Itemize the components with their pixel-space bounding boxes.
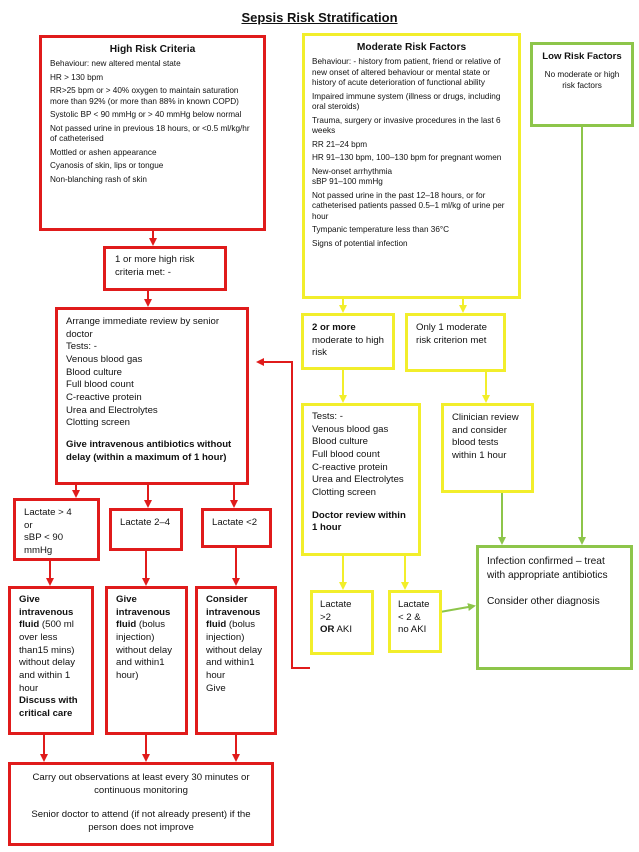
lactate-mid-box: Lactate 2–4 — [109, 508, 183, 551]
arrow-aki-to-review — [256, 358, 310, 669]
high-risk-box: High Risk Criteria Behaviour: new altere… — [39, 35, 266, 231]
lactate-mid-text: Lactate 2–4 — [120, 517, 171, 528]
fluid-low-rest: (bolus injection) without delay and with… — [206, 619, 262, 681]
observations-box: Carry out observations at least every 30… — [8, 762, 274, 846]
low-risk-box: Low Risk Factors No moderate or high ris… — [530, 42, 634, 127]
fluid-high-critical-care: Discuss with critical care — [19, 695, 78, 719]
infection-confirmed-box: Infection confirmed – treat with appropr… — [476, 545, 633, 670]
senior-review-test: Clotting screen — [66, 417, 130, 429]
moderate-lactate-high-aki: AKI — [336, 624, 352, 636]
high-risk-item: Non-blanching rash of skin — [50, 174, 147, 184]
fluid-low-bold: Consider intravenous fluid — [206, 594, 261, 631]
infection-line1: Infection confirmed – treat with appropr… — [487, 556, 608, 581]
fluid-high-bold: Give intravenous fluid — [19, 594, 74, 631]
high-risk-item: Mottled or ashen appearance — [50, 147, 157, 157]
clinician-review-box: Clinician review and consider blood test… — [441, 403, 534, 493]
high-risk-item: HR > 130 bpm — [50, 72, 104, 82]
fluid-mid-bold: Give intravenous fluid — [116, 594, 171, 631]
lactate-high-line1: Lactate > 4 — [24, 507, 72, 518]
high-risk-item: RR>25 bpm or > 40% oxygen to maintain sa… — [50, 86, 239, 106]
lactate-high-box: Lactate > 4 or sBP < 90 mmHg — [13, 498, 100, 561]
lactate-low-box: Lactate <2 — [201, 508, 272, 548]
senior-review-box: Arrange immediate review by senior docto… — [55, 307, 249, 485]
moderate-lactate-high-or: OR — [320, 624, 335, 636]
lactate-high-line3: sBP < 90 mmHg — [24, 532, 64, 556]
fluid-mid-rest: (bolus injection) without delay and with… — [116, 619, 172, 681]
moderate-2plus-rest: moderate to high risk — [312, 334, 384, 359]
fluid-high-rest: (500 ml over less than15 mins) without d… — [19, 619, 75, 694]
infection-line2: Consider other diagnosis — [487, 595, 600, 607]
clinician-review-text: Clinician review and consider blood test… — [452, 412, 519, 461]
moderate-risk-item: RR 21–24 bpm — [312, 139, 368, 149]
high-risk-item: Cyanosis of skin, lips or tongue — [50, 161, 164, 171]
fluid-high-box: Give intravenous fluid (500 ml over less… — [8, 586, 94, 735]
moderate-test: Blood culture — [312, 436, 368, 448]
senior-review-test: Venous blood gas — [66, 353, 143, 365]
high-risk-item: Not passed urine in previous 18 hours, o… — [50, 123, 250, 144]
moderate-tests-label: Tests: - — [312, 411, 343, 422]
moderate-risk-item: Tympanic temperature less than 36°C — [312, 225, 450, 235]
senior-review-test: Full blood count — [66, 379, 134, 391]
lactate-high-line2: or — [24, 519, 33, 531]
moderate-2plus-box: 2 or more moderate to high risk — [301, 313, 395, 370]
moderate-tests-box: Tests: - Venous blood gas Blood culture … — [301, 403, 421, 556]
moderate-risk-item: Not passed urine in the past 12–18 hours… — [312, 190, 505, 221]
moderate-risk-item: Impaired immune system (illness or drugs… — [312, 91, 501, 112]
moderate-risk-item: Signs of potential infection — [312, 238, 408, 248]
high-criteria-met-box: 1 or more high risk criteria met: - — [103, 246, 227, 291]
moderate-1-text: Only 1 moderate risk criterion met — [416, 322, 487, 346]
moderate-risk-item: Trauma, surgery or invasive procedures i… — [312, 115, 501, 136]
fluid-mid-box: Give intravenous fluid (bolus injection)… — [105, 586, 188, 735]
moderate-test: Clotting screen — [312, 486, 376, 498]
moderate-doctor-review: Doctor review within 1 hour — [312, 509, 406, 534]
moderate-risk-item: New-onset arrhythmia — [312, 166, 393, 176]
moderate-risk-box: Moderate Risk Factors Behaviour: - histo… — [302, 33, 521, 299]
moderate-risk-item: HR 91–130 bpm, 100–130 bpm for pregnant … — [312, 153, 502, 163]
high-criteria-met-text: 1 or more high risk criteria met: - — [115, 254, 195, 278]
observations-line1: Carry out observations at least every 30… — [32, 772, 250, 796]
moderate-test: C-reactive protein — [312, 461, 388, 473]
moderate-risk-heading: Moderate Risk Factors — [356, 42, 467, 53]
moderate-risk-item: sBP 91–100 mmHg — [312, 177, 383, 187]
senior-review-test: Urea and Electrolytes — [66, 404, 158, 416]
moderate-test: Full blood count — [312, 448, 380, 460]
moderate-2plus-bold: 2 or more — [312, 322, 356, 333]
moderate-lactate-low-box: Lactate < 2 & no AKI — [388, 590, 442, 653]
high-risk-heading: High Risk Criteria — [109, 44, 196, 55]
fluid-low-box: Consider intravenous fluid (bolus inject… — [195, 586, 277, 735]
senior-review-test: Blood culture — [66, 366, 122, 378]
fluid-low-tail: Give — [206, 682, 226, 694]
low-risk-heading: Low Risk Factors — [542, 51, 622, 62]
senior-review-intro: Arrange immediate review by senior docto… — [66, 316, 220, 340]
low-risk-text: No moderate or high risk factors — [544, 70, 620, 90]
high-risk-item: Systolic BP < 90 mmHg or > 40 mmHg below… — [50, 110, 242, 120]
moderate-lactate-low-text: Lactate < 2 & no AKI — [398, 599, 430, 636]
page-title: Sepsis Risk Stratification — [241, 10, 398, 25]
moderate-test: Urea and Electrolytes — [312, 474, 404, 486]
moderate-risk-item: Behaviour: - history from patient, frien… — [312, 57, 501, 88]
senior-review-test: C-reactive protein — [66, 391, 142, 403]
senior-review-tests-label: Tests: - — [66, 341, 97, 353]
moderate-lactate-high-line1: Lactate >2 — [320, 599, 352, 623]
lactate-low-text: Lactate <2 — [212, 517, 258, 528]
senior-review-antibiotics: Give intravenous antibiotics without del… — [66, 438, 232, 463]
observations-line2: Senior doctor to attend (if not already … — [31, 809, 251, 833]
moderate-lactate-high-box: Lactate >2 OR AKI — [310, 590, 374, 655]
high-risk-item: Behaviour: new altered mental state — [50, 59, 181, 69]
moderate-test: Venous blood gas — [312, 423, 389, 435]
arrow-lact-low-to-infection — [439, 603, 476, 613]
moderate-1-box: Only 1 moderate risk criterion met — [405, 313, 506, 372]
